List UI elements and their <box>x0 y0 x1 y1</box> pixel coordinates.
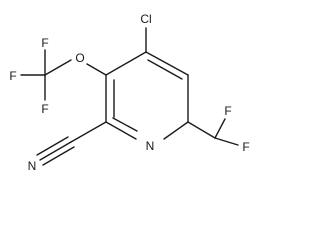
atom-f-cf3-left: F <box>9 69 16 83</box>
atom-cl: Cl <box>140 12 151 26</box>
bond-o-cf3 <box>44 59 72 76</box>
atom-f-cf3-bottom: F <box>41 102 48 116</box>
atom-f-chf2-top: F <box>224 104 231 118</box>
bond-n1-c2 <box>105 121 137 140</box>
atom-o: O <box>75 51 84 65</box>
atom-f-chf2-right: F <box>242 140 249 154</box>
bond-c3-c4 <box>105 51 147 76</box>
atom-n-ring: N <box>146 139 155 153</box>
bond-c6-chf2 <box>187 121 216 139</box>
bond-c3-o <box>86 63 107 76</box>
chemical-structure: Cl O F F F N N F F <box>9 12 249 173</box>
bond-chf2-f-top <box>214 118 226 139</box>
bond-nitrile-3 <box>42 146 75 166</box>
bond-n1-c2-inner <box>112 117 138 132</box>
structure-canvas: Cl O F F F N N F F <box>9 12 249 173</box>
atom-f-cf3-top: F <box>41 36 48 50</box>
bond-nitrile-1 <box>39 141 72 161</box>
bond-c4-c5 <box>145 51 189 76</box>
bond-chf2-f-right <box>214 137 239 146</box>
bond-c2-cn <box>70 121 107 143</box>
atom-n-nitrile: N <box>28 159 37 173</box>
bond-nitrile-2 <box>36 136 69 156</box>
bond-c6-n1 <box>163 121 189 140</box>
bond-c4-c5-inner <box>147 59 183 80</box>
